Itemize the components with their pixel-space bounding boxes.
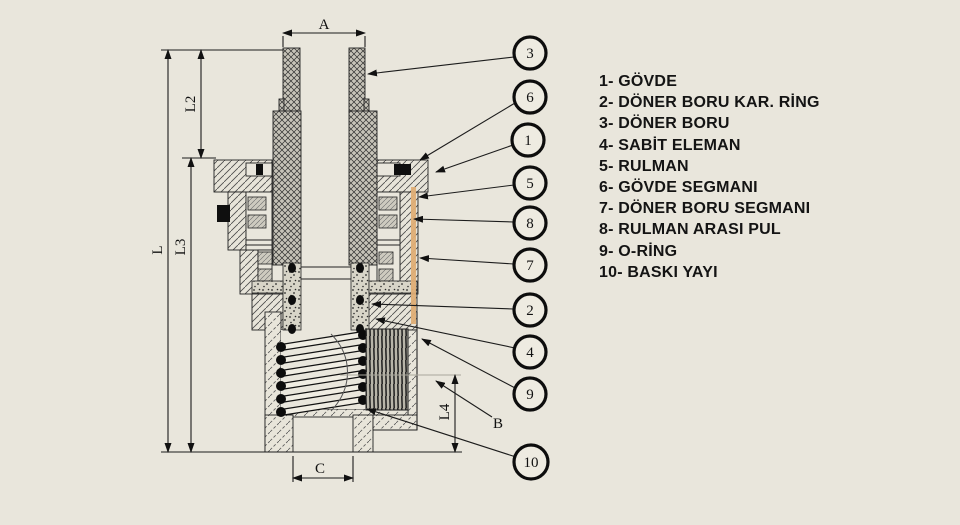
body-wall-left-upper xyxy=(227,191,247,251)
svg-text:6: 6 xyxy=(526,90,534,106)
bearing-block xyxy=(378,251,394,265)
leader-4 xyxy=(375,317,516,349)
legend-item-4: 4- SABİT ELEMAN xyxy=(599,136,741,154)
bearing-block xyxy=(378,196,398,211)
dim-label-A: A xyxy=(319,17,330,33)
legend-item-6: 6- GÖVDE SEGMANI xyxy=(599,179,758,197)
bearing-block xyxy=(247,214,267,229)
threaded-bore xyxy=(365,328,409,411)
bearing-block xyxy=(247,196,267,211)
govde-segmani-left xyxy=(217,205,230,222)
pipe-ring-groove-left xyxy=(278,98,285,112)
snap-ring-left-top xyxy=(256,164,263,175)
legend-item-5: 5- RULMAN xyxy=(599,157,689,175)
leader-6 xyxy=(419,102,516,161)
callout-balloons: 3 6 1 5 8 7 2 4 xyxy=(510,35,550,481)
highlight-strip xyxy=(411,187,416,324)
pipe-ring-groove-right xyxy=(363,98,370,112)
balloon-7: 7 xyxy=(512,247,548,283)
legend-item-7: 7- DÖNER BORU SEGMANI xyxy=(599,200,811,218)
svg-text:8: 8 xyxy=(526,216,534,232)
dim-label-L3: L3 xyxy=(173,239,189,256)
spring-profile-arc xyxy=(330,333,348,412)
svg-text:9: 9 xyxy=(526,387,534,403)
leader-9 xyxy=(421,338,518,390)
bearing-block xyxy=(378,214,398,229)
leader-7 xyxy=(419,255,515,265)
bearing-washers-pul xyxy=(246,239,400,246)
leader-10 xyxy=(366,408,517,458)
svg-text:2: 2 xyxy=(526,303,534,319)
bearing-block xyxy=(257,268,273,282)
pipe-wall-top-right xyxy=(348,47,366,113)
dimension-labels: A L L2 L3 L4 C B xyxy=(150,17,503,477)
housing-bottom-left xyxy=(264,414,294,453)
svg-text:10: 10 xyxy=(524,455,539,471)
legend-item-1: 1- GÖVDE xyxy=(599,73,678,90)
dim-label-C: C xyxy=(315,461,325,477)
housing-bottom-mid xyxy=(352,414,374,453)
balloon-10: 10 xyxy=(512,443,550,481)
packing-strip-left xyxy=(251,280,284,294)
dim-label-L4: L4 xyxy=(437,403,453,420)
balloon-6: 6 xyxy=(512,79,548,115)
balloon-2: 2 xyxy=(512,292,548,328)
leader-5 xyxy=(418,184,515,200)
balloon-3: 3 xyxy=(512,35,548,71)
leader-1 xyxy=(435,144,514,173)
svg-text:7: 7 xyxy=(526,258,534,274)
legend-item-8: 8- RULMAN ARASI PUL xyxy=(599,221,781,239)
flange-strips xyxy=(217,162,411,222)
legend-item-9: 9- O-RİNG xyxy=(599,242,678,260)
pipe-wall-wide-right xyxy=(348,110,378,266)
packing-strip-right xyxy=(368,280,418,294)
balloon-9: 9 xyxy=(512,376,548,412)
leader-2 xyxy=(371,300,515,310)
dimensions xyxy=(161,29,462,482)
leader-B xyxy=(435,380,493,418)
dim-label-B: B xyxy=(493,416,503,432)
svg-text:1: 1 xyxy=(524,133,532,149)
legend-item-3: 3- DÖNER BORU xyxy=(599,115,730,133)
svg-text:4: 4 xyxy=(526,345,534,361)
parts-legend: 1- GÖVDE 2- DÖNER BORU KAR. RİNG 3- DÖNE… xyxy=(599,71,820,283)
pipe-wall-wide-left xyxy=(272,110,302,266)
balloon-1: 1 xyxy=(510,122,546,158)
leader-lines xyxy=(366,56,518,458)
bearing-block xyxy=(378,268,394,282)
leader-8 xyxy=(413,215,515,223)
bearings-rulman xyxy=(247,196,398,282)
svg-text:3: 3 xyxy=(526,46,534,62)
pipe-wall-top-left xyxy=(282,47,301,113)
leader-3 xyxy=(367,56,515,77)
balloon-5: 5 xyxy=(512,165,548,201)
dim-label-L: L xyxy=(150,245,166,254)
rotating-pipe-doner-boru xyxy=(272,47,378,266)
bearing-block xyxy=(257,251,273,265)
govde-segmani-right xyxy=(394,164,411,175)
svg-text:5: 5 xyxy=(526,176,534,192)
balloon-4: 4 xyxy=(512,334,548,370)
bore-end-lines xyxy=(301,266,351,280)
legend-item-2: 2- DÖNER BORU KAR. RİNG xyxy=(599,94,820,112)
dim-label-L2: L2 xyxy=(183,96,199,113)
balloon-8: 8 xyxy=(512,205,548,241)
legend-item-10: 10- BASKI YAYI xyxy=(599,263,718,281)
